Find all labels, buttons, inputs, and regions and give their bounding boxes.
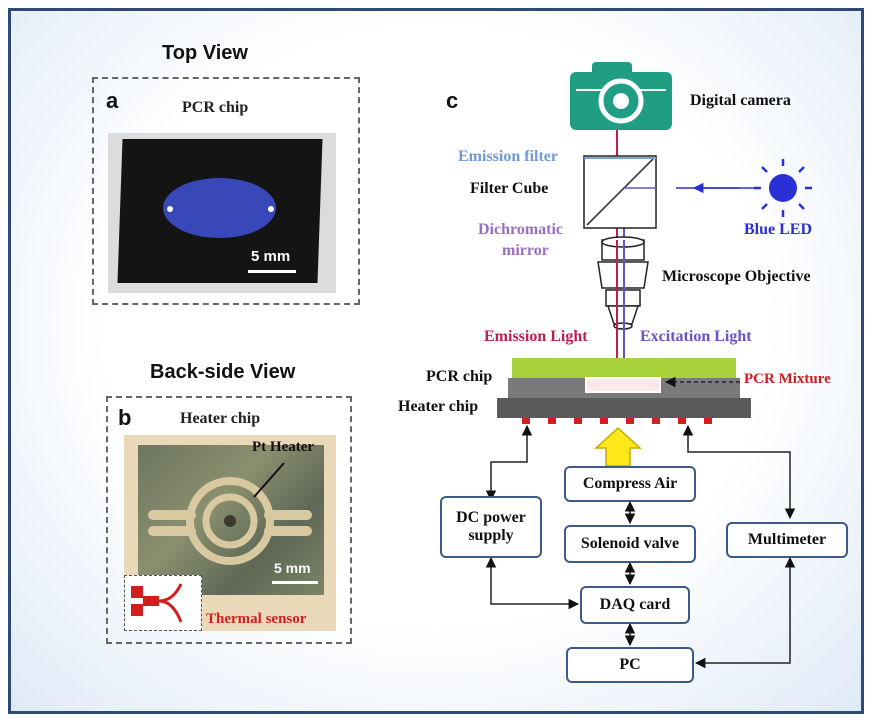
heater-chip-title: Heater chip — [180, 410, 261, 427]
power-to-daq-link — [485, 556, 580, 610]
heater-chip-photo: Pt Heater 5 mm Thermal sensor — [124, 435, 336, 631]
back-side-view-heading: Back-side View — [150, 361, 296, 383]
scale-bar-label-a: 5 mm — [251, 248, 291, 265]
pc-box: PC — [566, 647, 694, 683]
blue-led-label: Blue LED — [744, 221, 813, 238]
dichromatic-label: Dichromatic — [478, 221, 564, 238]
panel-a-letter: a — [106, 88, 119, 113]
heater-pattern — [148, 462, 312, 565]
heater-to-power-link — [485, 424, 533, 502]
panel-b-frame — [106, 396, 352, 644]
blue-led-icon — [754, 159, 812, 217]
heater-pads — [522, 418, 712, 424]
mirror-label: mirror — [502, 242, 549, 259]
thermal-sensor-inset — [124, 575, 202, 631]
pcr-chip-layer — [512, 358, 736, 378]
top-view-heading: Top View — [162, 42, 248, 64]
scale-bar-label-b: 5 mm — [274, 560, 311, 576]
excitation-light-label: Excitation Light — [640, 328, 752, 345]
thermal-sensor-label: Thermal sensor — [206, 611, 307, 627]
pcr-mixture-label: PCR Mixture — [744, 371, 831, 387]
emission-light-label: Emission Light — [484, 328, 588, 345]
multimeter-to-pc-link — [694, 556, 796, 669]
panel-a-frame — [92, 77, 360, 305]
solenoid-valve-label: Solenoid valve — [580, 534, 680, 552]
multimeter-label: Multimeter — [747, 530, 827, 548]
daq-card-label: DAQ card — [599, 595, 671, 613]
pcr-chip-title: PCR chip — [182, 99, 249, 116]
dc-power-label-line2: supply — [468, 527, 514, 544]
filter-cube-label: Filter Cube — [470, 180, 549, 197]
pcr-chip-label: PCR chip — [426, 368, 493, 385]
pcr-chip-photo: 5 mm — [108, 133, 336, 293]
microscope-objective-label: Microscope Objective — [662, 268, 811, 285]
air-flow-arrow — [594, 426, 642, 467]
pt-heater-label: Pt Heater — [252, 439, 315, 455]
scale-bar-b — [272, 581, 318, 584]
heater-chip-label: Heater chip — [398, 398, 479, 415]
daq-card-box: DAQ card — [580, 586, 690, 624]
pcr-mixture-chamber — [585, 377, 661, 393]
pcr-chamber — [163, 178, 276, 238]
camera-icon — [570, 62, 672, 130]
panel-c-letter: c — [446, 88, 459, 113]
scale-bar-a — [248, 270, 296, 273]
solenoid-valve-box: Solenoid valve — [564, 525, 696, 563]
emission-filter-label: Emission filter — [458, 148, 558, 165]
compress-air-box: Compress Air — [564, 466, 696, 502]
pc-label: PC — [619, 655, 641, 673]
digital-camera-label: Digital camera — [690, 92, 791, 109]
panel-b-letter: b — [118, 405, 132, 430]
sensor-to-multimeter-link — [682, 424, 796, 520]
compress-air-label: Compress Air — [582, 474, 678, 492]
dc-power-supply-box: DC power supply — [440, 496, 542, 558]
heater-chip-layer — [497, 398, 751, 418]
multimeter-box: Multimeter — [726, 522, 848, 558]
dc-power-label-line1: DC power — [456, 508, 526, 526]
filter-cube-icon — [583, 155, 657, 229]
